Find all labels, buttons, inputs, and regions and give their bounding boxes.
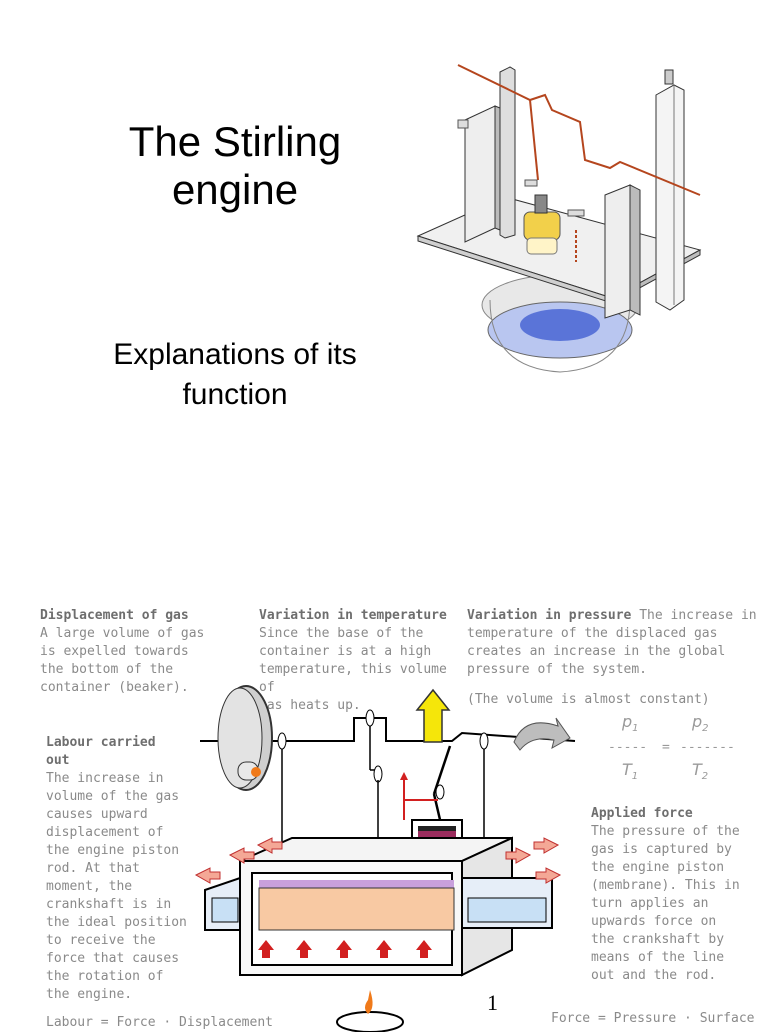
applied-line: (membrane). This in (591, 878, 740, 893)
title-line-2: engine (171, 166, 299, 213)
block-displacement: Displacement of gas A large volume of ga… (40, 607, 240, 697)
labour-line: The increase in (46, 771, 164, 786)
labour-line: rod. At that (46, 861, 140, 876)
displacement-heading: Displacement of gas (40, 608, 189, 623)
labour-line: the rotation of (46, 969, 164, 984)
temperature-line: container is at a high (259, 644, 432, 659)
applied-line: out and the rod. (591, 968, 717, 983)
applied-line: the engine piston (591, 860, 725, 875)
page-number: 1 (487, 990, 498, 1015)
block-temperature: Variation in temperature Since the base … (259, 607, 464, 715)
slide-title: The Stirling engine (100, 118, 370, 214)
subtitle-line-2: function (182, 378, 288, 411)
labour-line: force that causes (46, 951, 180, 966)
labour-line: the engine. (46, 987, 133, 1002)
labour-line: volume of the gas (46, 789, 180, 804)
temperature-line: gas heats up. (259, 698, 361, 713)
applied-line: means of the line (591, 950, 725, 965)
eq-t1: T1 (622, 760, 639, 783)
eq-equals: = (662, 740, 670, 755)
labour-line: the engine piston (46, 843, 180, 858)
applied-heading: Applied force (591, 806, 693, 821)
block-applied-force: Applied force The pressure of the gas is… (591, 805, 761, 985)
labour-line: displacement of (46, 825, 164, 840)
temperature-heading: Variation in temperature (259, 608, 447, 623)
pressure-heading: Variation in pressure (467, 608, 632, 623)
eq-p1: p1 (622, 712, 639, 735)
labour-line: crankshaft is in (46, 897, 172, 912)
slide-subtitle: Explanations of its function (80, 335, 390, 415)
temperature-line: Since the base of the (259, 626, 424, 641)
labour-line: the ideal position (46, 915, 187, 930)
applied-line: gas is captured by (591, 842, 732, 857)
pressure-note: (The volume is almost constant) (467, 692, 710, 707)
applied-line: the crankshaft by (591, 932, 725, 947)
displacement-line: the bottom of the (40, 662, 174, 677)
gas-law-equation: p1 p2 ----- = ------- T1 T2 (608, 712, 760, 783)
displacement-line: container (beaker). (40, 680, 189, 695)
pressure-line: temperature of the displaced gas (467, 626, 718, 641)
pressure-inline: The increase in (631, 608, 757, 623)
labour-formula: Labour = Force · Displacement (46, 1015, 273, 1030)
title-line-1: The Stirling (128, 118, 342, 165)
block-pressure: Variation in pressure The increase in te… (467, 607, 767, 709)
temperature-line: temperature, this volume of (259, 662, 447, 695)
eq-p2: p2 (692, 712, 709, 735)
labour-line: to receive the (46, 933, 156, 948)
applied-line: upwards force on (591, 914, 717, 929)
displacement-line: A large volume of gas (40, 626, 205, 641)
applied-line: turn applies an (591, 896, 709, 911)
eq-dash-right: ------- (680, 740, 735, 755)
eq-t2: T2 (692, 760, 709, 783)
labour-line: moment, the (46, 879, 133, 894)
pressure-line: creates an increase in the global (467, 644, 726, 659)
subtitle-line-1: Explanations of its (113, 338, 357, 371)
labour-line: causes upward (46, 807, 148, 822)
applied-line: The pressure of the (591, 824, 740, 839)
displacement-line: is expelled towards (40, 644, 189, 659)
eq-dash-left: ----- (608, 740, 648, 755)
pressure-line: pressure of the system. (467, 662, 648, 677)
applied-formula: Force = Pressure · Surface (551, 1011, 755, 1026)
